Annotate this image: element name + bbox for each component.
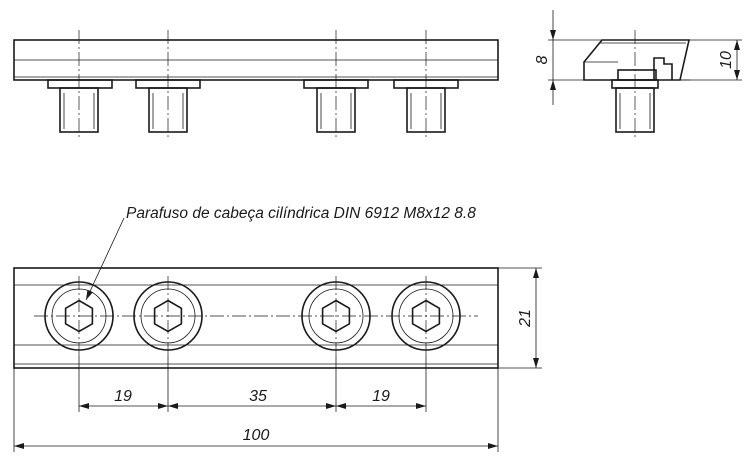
dim-side-height-8: 8	[534, 55, 551, 64]
front-screw-1	[47, 79, 113, 133]
dim-side-height-10: 10	[718, 51, 735, 69]
dim-spacing-middle: 35	[249, 388, 267, 405]
front-view	[13, 30, 499, 140]
plan-screw-4	[391, 276, 461, 356]
plan-view: Parafuso de cabeça cilíndrica DIN 6912 M…	[13, 205, 542, 452]
dim-spacing-right: 19	[372, 388, 390, 405]
dim-spacing-left: 19	[114, 388, 132, 405]
dim-plan-width: 21	[517, 309, 534, 328]
plan-screw-1	[44, 276, 114, 356]
side-view: 8 10	[534, 10, 742, 140]
plan-screw-2	[133, 276, 203, 356]
callout-leader	[85, 217, 125, 301]
screw-callout: Parafuso de cabeça cilíndrica DIN 6912 M…	[126, 205, 476, 222]
dim-total-length: 100	[243, 427, 270, 444]
plan-screw-3	[301, 276, 371, 356]
